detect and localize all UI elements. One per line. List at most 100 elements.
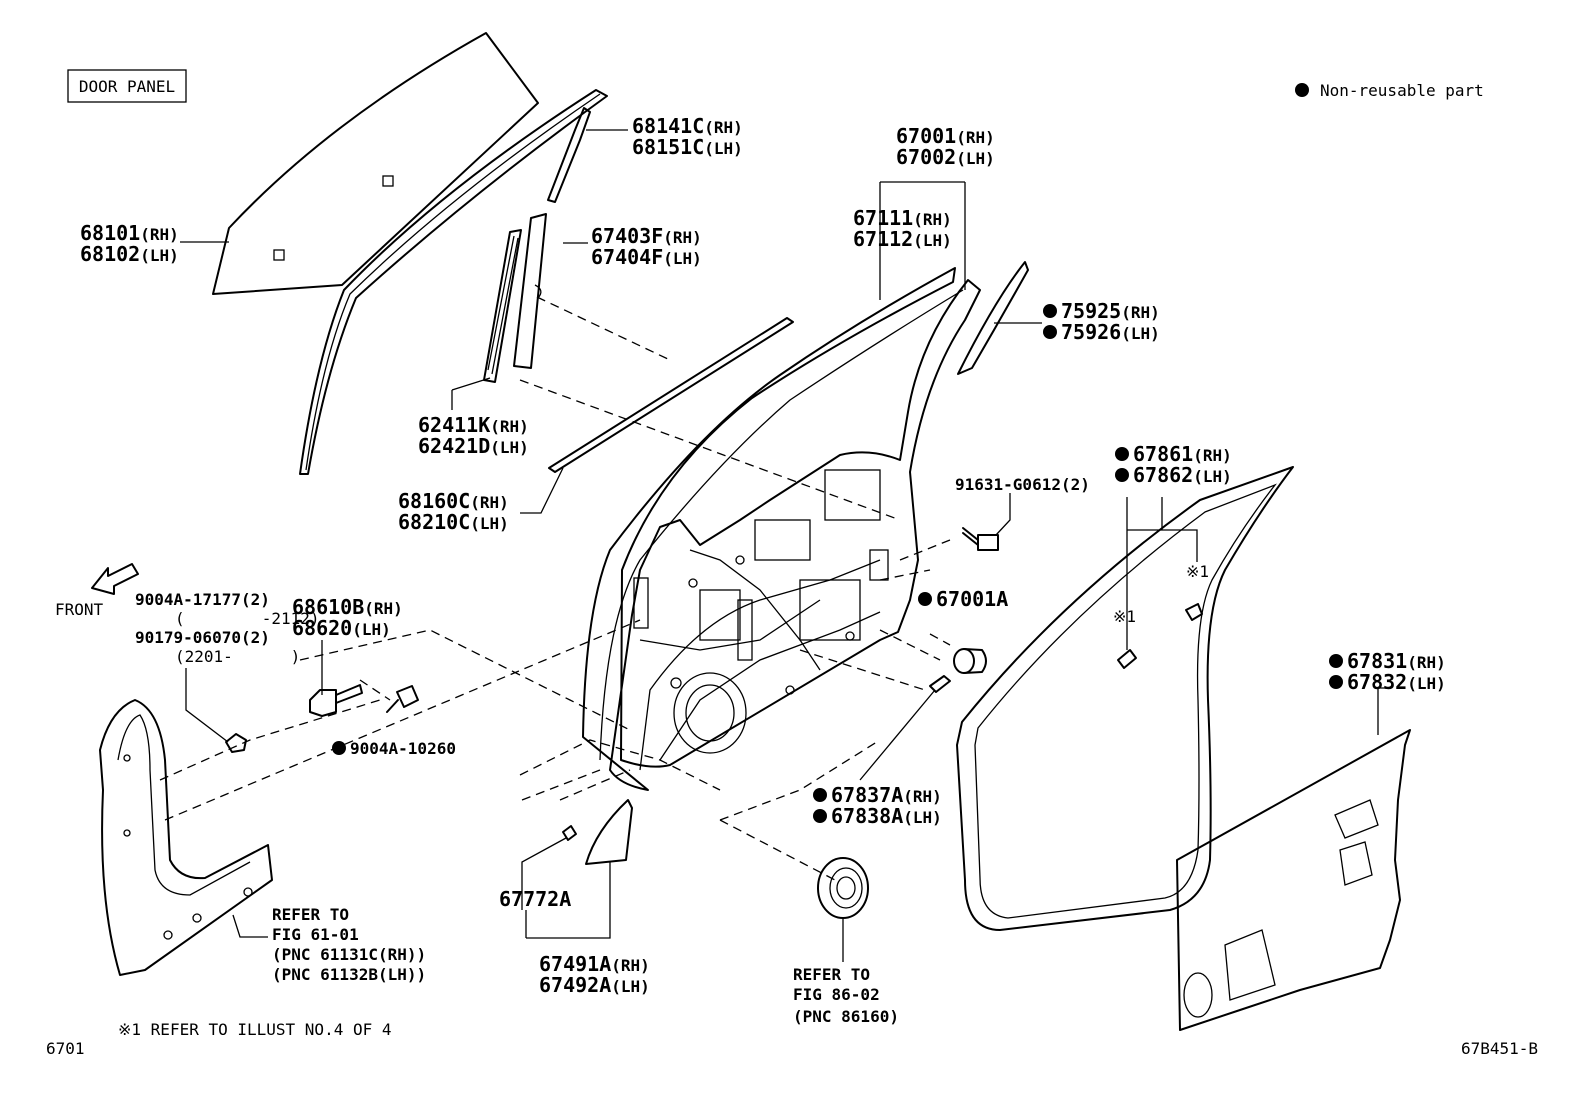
label-68610: 68610B(RH) 68620(LH) — [292, 595, 403, 640]
label-67403: 67403F(RH) 67404F(LH) — [591, 224, 702, 269]
svg-text:62411K(RH): 62411K(RH) — [418, 413, 529, 437]
front-label: FRONT — [55, 600, 104, 619]
svg-text:62421D(LH): 62421D(LH) — [418, 434, 529, 458]
label-62411: 62411K(RH) 62421D(LH) — [418, 413, 529, 458]
label-91631: 91631-G0612(2) — [955, 475, 1090, 494]
svg-text:67002(LH): 67002(LH) — [896, 145, 995, 169]
svg-text:(PNC 61132B(LH)): (PNC 61132B(LH)) — [272, 965, 426, 984]
non-reusable-dot-icon — [1329, 654, 1343, 668]
svg-text:67838A(LH): 67838A(LH) — [831, 804, 942, 828]
glass-bracket — [273, 249, 285, 261]
door-panel-frame[interactable] — [582, 267, 981, 791]
body-pillar — [99, 699, 273, 976]
leader-lines — [180, 129, 1390, 962]
hole-plug[interactable] — [929, 675, 951, 693]
svg-text:68141C(RH): 68141C(RH) — [632, 114, 743, 138]
label-9004a: 9004A-17177(2) ( -2112) 90179-06070(2) (… — [135, 590, 320, 666]
svg-text:90179-06070(2): 90179-06070(2) — [135, 628, 270, 647]
label-68141: 68141C(RH) 68151C(LH) — [632, 114, 743, 159]
svg-text:67492A(LH): 67492A(LH) — [539, 973, 650, 997]
front-run-channel[interactable] — [483, 229, 522, 383]
speaker-opening — [673, 672, 747, 754]
svg-text:68151C(LH): 68151C(LH) — [632, 135, 743, 159]
non-reusable-dot-icon — [332, 741, 346, 755]
clip[interactable] — [1185, 603, 1203, 621]
svg-text:67491A(RH): 67491A(RH) — [539, 952, 650, 976]
door-glass[interactable] — [212, 32, 539, 295]
svg-text:(PNC 86160): (PNC 86160) — [793, 1007, 899, 1026]
door-weatherstrip[interactable] — [956, 466, 1294, 931]
svg-text:67001A: 67001A — [936, 587, 1008, 611]
door-check-hinge[interactable] — [309, 684, 363, 717]
glass-bracket — [382, 175, 394, 187]
label-67772a: 67772A — [499, 887, 571, 911]
svg-text:( -2112): ( -2112) — [175, 609, 320, 628]
non-reusable-dot-icon — [1115, 447, 1129, 461]
svg-text:67001(RH): 67001(RH) — [896, 124, 995, 148]
glass-run-weatherstrip[interactable] — [299, 89, 608, 475]
belt-weatherstrip[interactable] — [548, 317, 794, 473]
svg-text:68610B(RH): 68610B(RH) — [292, 595, 403, 619]
svg-text:FIG 61-01: FIG 61-01 — [272, 925, 359, 944]
page-title: DOOR PANEL — [79, 77, 175, 96]
bolt-91631[interactable] — [962, 527, 999, 551]
mirror-cover[interactable] — [585, 799, 633, 865]
svg-text:67862(LH): 67862(LH) — [1133, 463, 1232, 487]
footer-note: ※1 REFER TO ILLUST NO.4 OF 4 — [118, 1020, 392, 1039]
legend: Non-reusable part — [1295, 81, 1484, 100]
non-reusable-dot-icon — [1295, 83, 1309, 97]
svg-text:(PNC 61131C(RH)): (PNC 61131C(RH)) — [272, 945, 426, 964]
label-67001: 67001(RH) 67002(LH) — [896, 124, 995, 169]
svg-text:FIG 86-02: FIG 86-02 — [793, 985, 880, 1004]
label-67861: 67861(RH) 67862(LH) — [1115, 442, 1232, 487]
legend-text: Non-reusable part — [1320, 81, 1484, 100]
rear-garnish[interactable] — [957, 261, 1029, 375]
front-arrow-icon — [91, 563, 139, 595]
bolt-9004a-10260[interactable] — [386, 685, 419, 713]
svg-text:9004A-17177(2): 9004A-17177(2) — [135, 590, 270, 609]
stopper-67001a[interactable] — [953, 648, 987, 674]
footer-right-code: 67B451-B — [1461, 1039, 1538, 1058]
title-box: DOOR PANEL — [67, 69, 187, 103]
clip[interactable] — [1117, 649, 1137, 669]
non-reusable-dot-icon — [1115, 468, 1129, 482]
svg-text:67404F(LH): 67404F(LH) — [591, 245, 702, 269]
svg-text:(2201- ): (2201- ) — [175, 647, 300, 666]
svg-text:67832(LH): 67832(LH) — [1347, 670, 1446, 694]
svg-text:75926(LH): 75926(LH) — [1061, 320, 1160, 344]
label-67001a: 67001A — [918, 587, 1008, 611]
label-68160: 68160C(RH) 68210C(LH) — [398, 489, 509, 534]
label-67491: 67491A(RH) 67492A(LH) — [539, 952, 650, 997]
svg-text:91631-G0612(2): 91631-G0612(2) — [955, 475, 1090, 494]
svg-text:67111(RH): 67111(RH) — [853, 206, 952, 230]
label-9004a-10260: 9004A-10260 — [332, 739, 456, 758]
svg-text:REFER TO: REFER TO — [272, 905, 349, 924]
nut-9004a-17177[interactable] — [225, 733, 247, 753]
svg-text:67861(RH): 67861(RH) — [1133, 442, 1232, 466]
door-trim-panel[interactable] — [1176, 729, 1411, 1031]
svg-text:9004A-10260: 9004A-10260 — [350, 739, 456, 758]
ref-mark: ※1 — [1186, 562, 1209, 581]
label-68101: 68101(RH) 68102(LH) — [80, 221, 179, 266]
svg-text:67831(RH): 67831(RH) — [1347, 649, 1446, 673]
svg-text:68102(LH): 68102(LH) — [80, 242, 179, 266]
clip-67772a[interactable] — [562, 825, 577, 841]
label-67111: 67111(RH) 67112(LH) — [853, 206, 952, 251]
svg-text:68160C(RH): 68160C(RH) — [398, 489, 509, 513]
svg-text:67837A(RH): 67837A(RH) — [831, 783, 942, 807]
upper-channel[interactable] — [547, 107, 591, 203]
svg-text:67112(LH): 67112(LH) — [853, 227, 952, 251]
svg-text:67403F(RH): 67403F(RH) — [591, 224, 702, 248]
svg-text:75925(RH): 75925(RH) — [1061, 299, 1160, 323]
ref-mark: ※1 — [1113, 607, 1136, 626]
svg-text:68101(RH): 68101(RH) — [80, 221, 179, 245]
rear-channel[interactable] — [513, 213, 547, 369]
svg-text:68210C(LH): 68210C(LH) — [398, 510, 509, 534]
non-reusable-dot-icon — [813, 788, 827, 802]
speaker[interactable] — [817, 857, 869, 919]
label-75925: 75925(RH) 75926(LH) — [1043, 299, 1160, 344]
ref-fig-86: REFER TO FIG 86-02 (PNC 86160) — [793, 965, 899, 1026]
label-67837: 67837A(RH) 67838A(LH) — [813, 783, 942, 828]
